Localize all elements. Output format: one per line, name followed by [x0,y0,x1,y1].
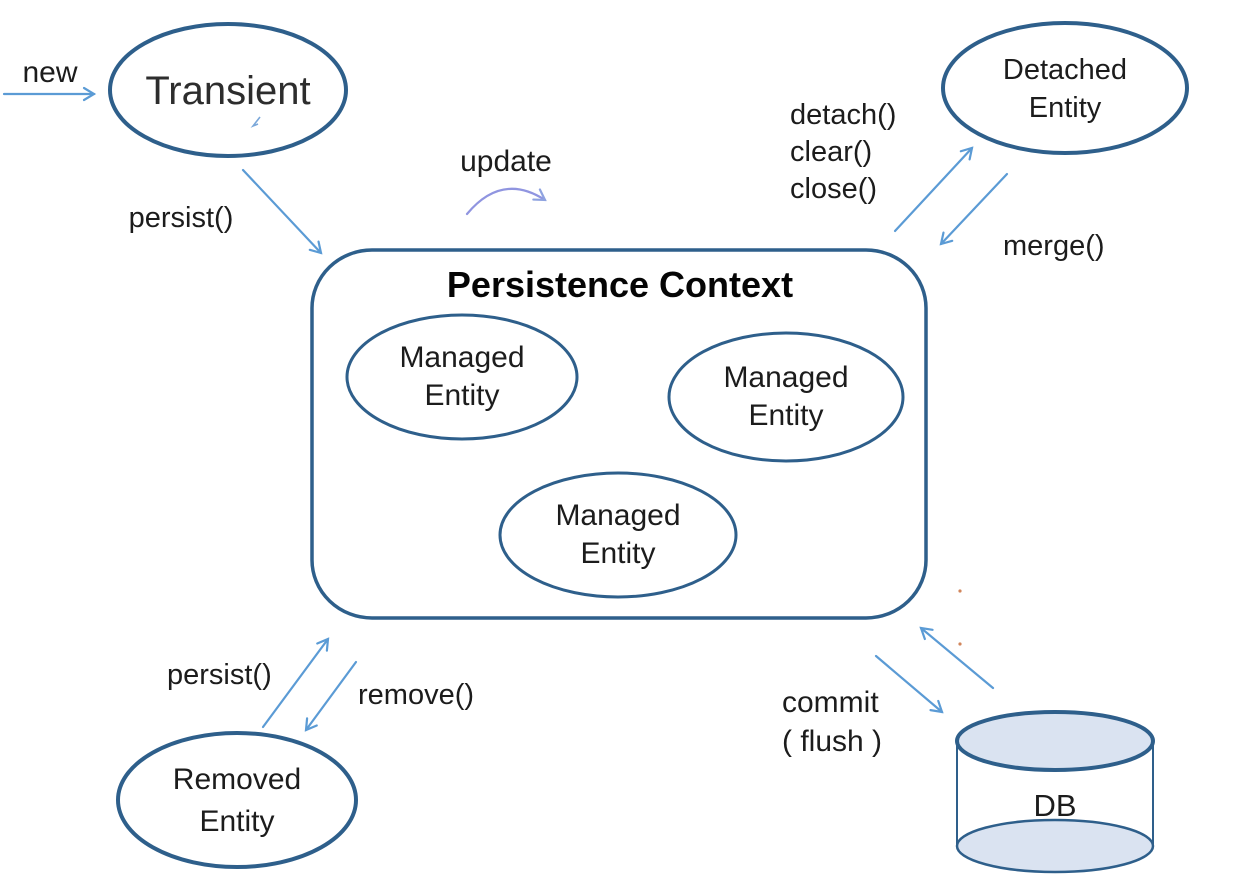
commit-down-arrow [874,654,944,714]
new-label: new [22,56,77,89]
stray-dot-2 [958,642,962,646]
managed-entity-1-ellipse [345,313,579,441]
database-cylinder-top [955,710,1155,772]
detach-label: detach() [790,99,896,131]
merge-label: merge() [1003,230,1105,262]
stray-tick-mark [250,116,261,128]
database-cylinder-bottom [955,818,1155,874]
persist-top-arrow [241,168,323,255]
transient-label: Transient [145,69,310,113]
managed-entity-3-ellipse [498,471,738,599]
remove-label: remove() [358,679,474,711]
persist-top-label: persist() [129,202,234,234]
detached-entity-ellipse [941,21,1189,155]
database-label: DB [1033,788,1076,823]
persistence-context-title: Persistence Context [447,264,793,305]
managed-entity-2-ellipse [667,331,905,463]
managed-entity-2-label-line2: Entity [748,399,823,432]
commit-label-line2: ( flush ) [782,725,882,758]
removed-entity-ellipse [116,731,358,869]
database-cylinder: DB [955,710,1155,874]
managed-entity-1-label-line2: Entity [424,379,499,412]
detach-arrow [893,146,974,233]
update-label: update [460,145,552,178]
managed-entity-3-label-line1: Managed [555,499,680,532]
persist-bottom-arrow [261,637,330,729]
managed-entity-1-label-line1: Managed [399,341,524,374]
transient-ellipse [108,22,348,158]
removed-entity-label-line1: Removed [173,763,301,796]
detached-entity-label-line1: Detached [1003,54,1127,86]
commit-up-arrow [919,626,995,690]
remove-arrow [304,660,358,732]
persist-bottom-label: persist() [167,659,272,691]
merge-arrow [939,172,1009,246]
close-label: close() [790,173,877,205]
removed-entity-label-line2: Entity [199,805,274,838]
commit-label-line1: commit [782,686,879,719]
update-arrow [465,187,547,216]
managed-entity-2-label-line1: Managed [723,361,848,394]
detached-entity-label-line2: Entity [1029,92,1102,124]
managed-entity-3-label-line2: Entity [580,537,655,570]
clear-label: clear() [790,136,872,168]
stray-dot-1 [958,589,962,593]
